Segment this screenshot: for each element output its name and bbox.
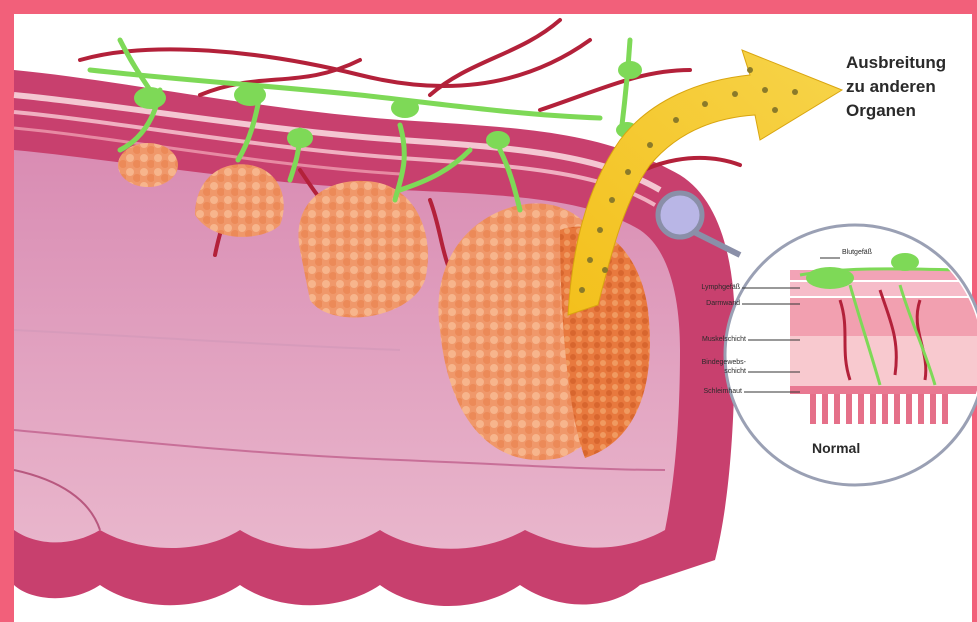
label-blood-vessel: Blutgefäß — [842, 248, 872, 257]
label-connective-tissue-line1: Bindegewebs- — [700, 358, 746, 367]
label-intestinal-wall: Darmwand — [700, 299, 740, 308]
spread-label-line1: Ausbreitung — [846, 52, 946, 74]
spread-label-line3: Organen — [846, 100, 916, 122]
spread-label-line2: zu anderen — [846, 76, 936, 98]
inset-title: Normal — [812, 440, 860, 456]
label-mucosa: Schleimhaut — [700, 387, 742, 396]
label-lymph-vessel: Lymphgefäß — [700, 283, 740, 292]
label-connective-tissue-line2: schicht — [700, 367, 746, 376]
label-muscle-layer: Muskelschicht — [700, 335, 746, 344]
